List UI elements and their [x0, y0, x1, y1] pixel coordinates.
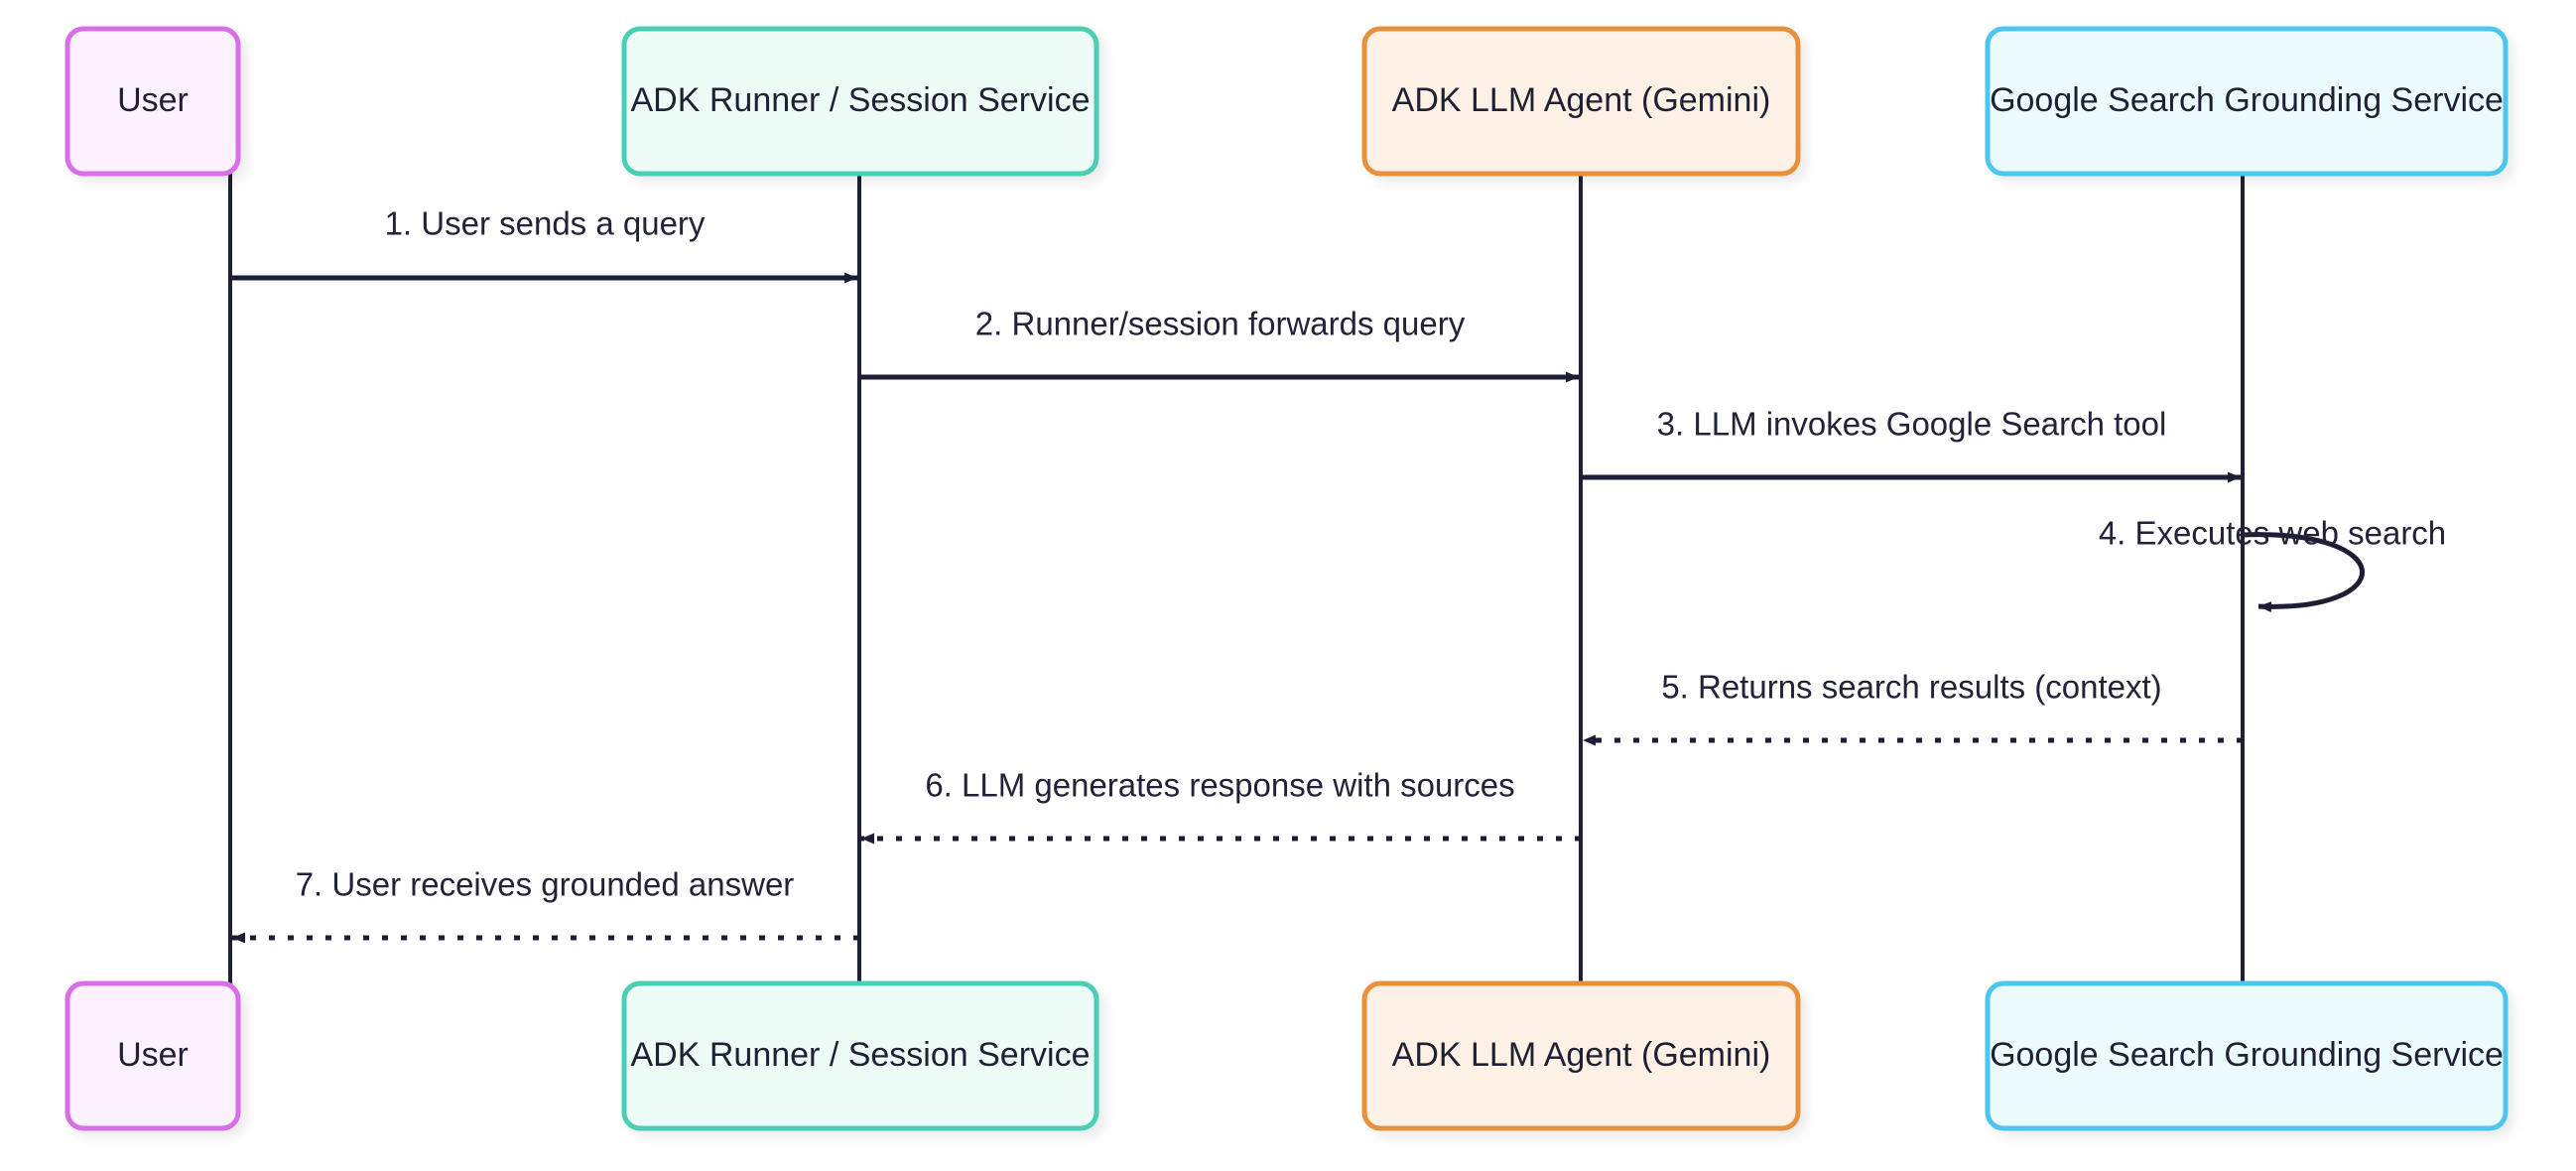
participant-box-rect [1985, 26, 2509, 177]
participant-box-rect [1985, 980, 2509, 1131]
participant-label-search: Google Search Grounding Service [1990, 81, 2504, 119]
messages-group: 1. User sends a query 2. Runner/session f… [230, 205, 2446, 944]
message-4[interactable]: 4. Executes web search [2099, 515, 2446, 613]
message-2[interactable]: 2. Runner/session forwards query [859, 306, 1579, 383]
participant-label-user: User [117, 81, 189, 119]
participant-box-rect [621, 26, 1099, 177]
message-5[interactable]: 5. Returns search results (context) [1583, 669, 2243, 746]
participant-label-search: Google Search Grounding Service [1990, 1036, 2504, 1074]
participant-box-user-bottom[interactable]: User [64, 980, 241, 1131]
participant-box-runner-bottom[interactable]: ADK Runner / Session Service [621, 980, 1099, 1131]
message-label-6: 6. LLM generates response with sources [925, 767, 1514, 804]
message-label-7: 7. User receives grounded answer [296, 866, 795, 903]
participant-box-agent-top[interactable]: ADK LLM Agent (Gemini) [1361, 26, 1801, 177]
participant-label-runner: ADK Runner / Session Service [631, 1036, 1091, 1074]
participant-boxes-top: User ADK Runner / Session Service ADK LLM … [64, 26, 2509, 177]
message-7[interactable]: 7. User receives grounded answer [232, 866, 859, 944]
message-6[interactable]: 6. LLM generates response with sources [861, 767, 1581, 845]
message-label-3: 3. LLM invokes Google Search tool [1657, 406, 2167, 443]
participant-box-agent-bottom[interactable]: ADK LLM Agent (Gemini) [1361, 980, 1801, 1131]
participant-box-search-bottom[interactable]: Google Search Grounding Service [1985, 980, 2509, 1131]
participant-box-rect [621, 980, 1099, 1131]
participant-box-rect [64, 26, 241, 177]
message-1[interactable]: 1. User sends a query [230, 205, 857, 284]
message-label-4: 4. Executes web search [2099, 515, 2446, 552]
message-label-1: 1. User sends a query [385, 205, 706, 242]
participant-boxes-bottom: User ADK Runner / Session Service ADK LLM … [64, 980, 2509, 1131]
participant-box-search-top[interactable]: Google Search Grounding Service [1985, 26, 2509, 177]
lifelines-group [228, 174, 2245, 983]
participant-box-rect [1361, 26, 1801, 177]
participant-label-agent: ADK LLM Agent (Gemini) [1392, 1036, 1771, 1074]
participant-box-runner-top[interactable]: ADK Runner / Session Service [621, 26, 1099, 177]
participant-box-rect [64, 980, 241, 1131]
self-loop-path [2242, 532, 2365, 613]
participant-label-user: User [117, 1036, 189, 1074]
message-label-5: 5. Returns search results (context) [1661, 669, 2161, 706]
participant-box-user-top[interactable]: User [64, 26, 241, 177]
message-label-2: 2. Runner/session forwards query [975, 306, 1466, 342]
message-3[interactable]: 3. LLM invokes Google Search tool [1581, 406, 2241, 483]
participant-box-rect [1361, 980, 1801, 1131]
participant-label-agent: ADK LLM Agent (Gemini) [1392, 81, 1771, 119]
participant-label-runner: ADK Runner / Session Service [631, 81, 1091, 119]
